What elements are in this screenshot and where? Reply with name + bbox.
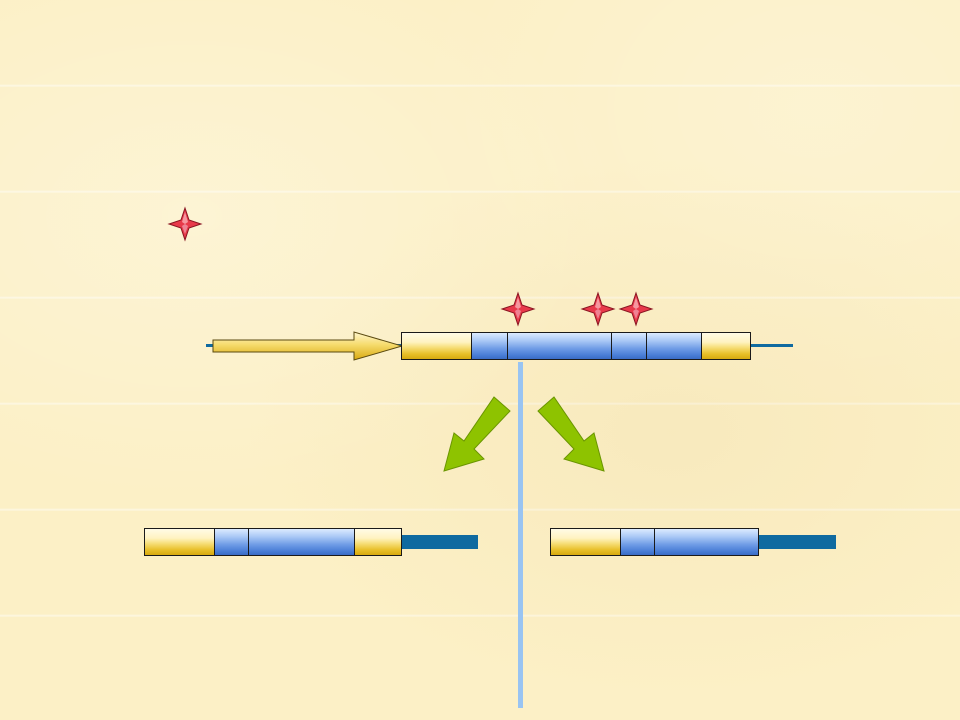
right-exon-2: [621, 529, 655, 555]
exon-5: [647, 333, 702, 359]
arrow-right-icon: [212, 331, 404, 361]
left-exon-4: [355, 529, 401, 555]
left-product-strand: [400, 535, 478, 549]
star-icon: [618, 291, 654, 327]
left-product-gene: [144, 528, 402, 556]
exon-4: [612, 333, 647, 359]
star-icon: [500, 291, 536, 327]
exon-3: [508, 333, 612, 359]
left-exon-2: [215, 529, 249, 555]
arrow-down-left-icon: [443, 396, 511, 472]
left-exon-3: [249, 529, 355, 555]
star-icon: [580, 291, 616, 327]
exon-6: [702, 333, 750, 359]
left-exon-1: [145, 529, 215, 555]
right-product-gene: [550, 528, 759, 556]
right-exon-3: [655, 529, 758, 555]
right-exon-1: [551, 529, 621, 555]
exon-2: [472, 333, 508, 359]
arrow-down-right-icon: [537, 396, 605, 472]
exon-1: [402, 333, 472, 359]
vertical-divider: [518, 362, 523, 708]
star-icon: [167, 206, 203, 242]
right-product-strand: [757, 535, 836, 549]
main-gene: [401, 332, 751, 360]
